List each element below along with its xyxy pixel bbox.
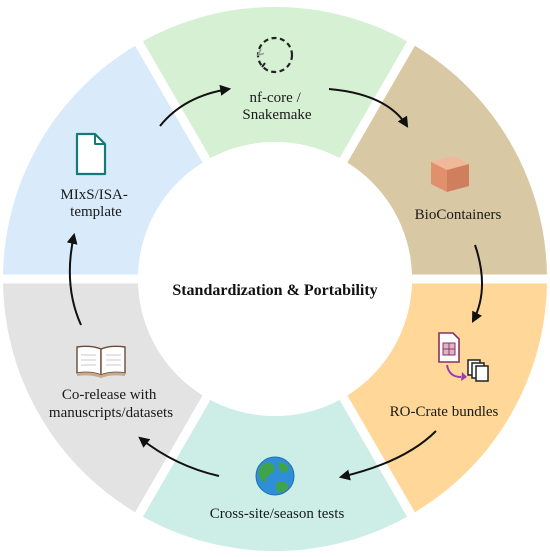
document-template-icon [75, 132, 107, 176]
center-title: Standardization & Portability [172, 282, 377, 299]
box-icon [431, 156, 469, 192]
label-rocrate: RO-Crate bundles [390, 404, 499, 420]
arrow-biocontainers-to-rocrate [471, 244, 484, 323]
arrow-nfcore-to-biocontainers [328, 88, 409, 128]
step-labels: nf-core / Snakemake BioContainers RO-Cra… [49, 90, 502, 522]
arrow-crosssite-to-corelease [138, 436, 220, 477]
segment-corelease [3, 283, 203, 513]
arrow-rocrate-to-crosssite [338, 430, 437, 481]
label-crosssite: Cross-site/season tests [210, 506, 345, 522]
cycle-arrows [66, 84, 484, 481]
spreadsheet-bundle-icon [438, 332, 489, 382]
label-mixs: MIxS/ISA- template [60, 187, 131, 220]
label-corelease: Co-release with manuscripts/datasets [49, 387, 173, 421]
center-disc [138, 142, 412, 416]
globe-icon [255, 456, 295, 496]
refresh-cycle-icon [256, 36, 294, 74]
arrow-corelease-to-mixs [66, 232, 82, 326]
label-nfcore: nf-core / Snakemake [242, 90, 311, 123]
ring [3, 7, 547, 551]
open-book-icon [76, 345, 126, 378]
segment-nfcore [142, 7, 408, 159]
arrow-mixs-to-nfcore [159, 84, 232, 127]
label-biocontainers: BioContainers [415, 207, 502, 223]
segment-rocrate [347, 283, 547, 513]
